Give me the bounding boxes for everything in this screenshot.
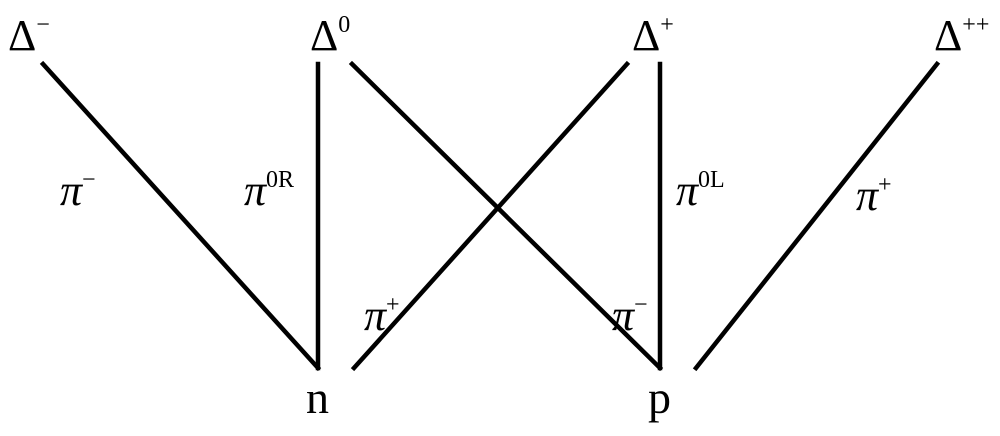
pion-plus-right-label: π+ xyxy=(856,171,892,220)
delta-plus-label: Δ+ xyxy=(632,11,674,60)
pion-plus-left-label: π+ xyxy=(364,291,400,340)
pion-minus-right-label: π− xyxy=(612,291,648,340)
pion-0L-label: π0L xyxy=(676,166,725,215)
proton-label: p xyxy=(648,372,671,423)
delta-minus-label: Δ− xyxy=(8,11,50,60)
line-delta-plusplus-to-p xyxy=(692,60,941,372)
line-delta-zero-to-p xyxy=(348,60,664,372)
line-delta-minus-to-n xyxy=(39,60,322,372)
neutron-label: n xyxy=(306,372,329,423)
delta-plusplus-label: Δ++ xyxy=(934,11,989,60)
delta-zero-label: Δ0 xyxy=(310,11,350,60)
line-delta-plus-to-n xyxy=(350,60,631,372)
pion-0R-label: π0R xyxy=(244,166,294,215)
pion-minus-left-label: π− xyxy=(60,166,96,215)
